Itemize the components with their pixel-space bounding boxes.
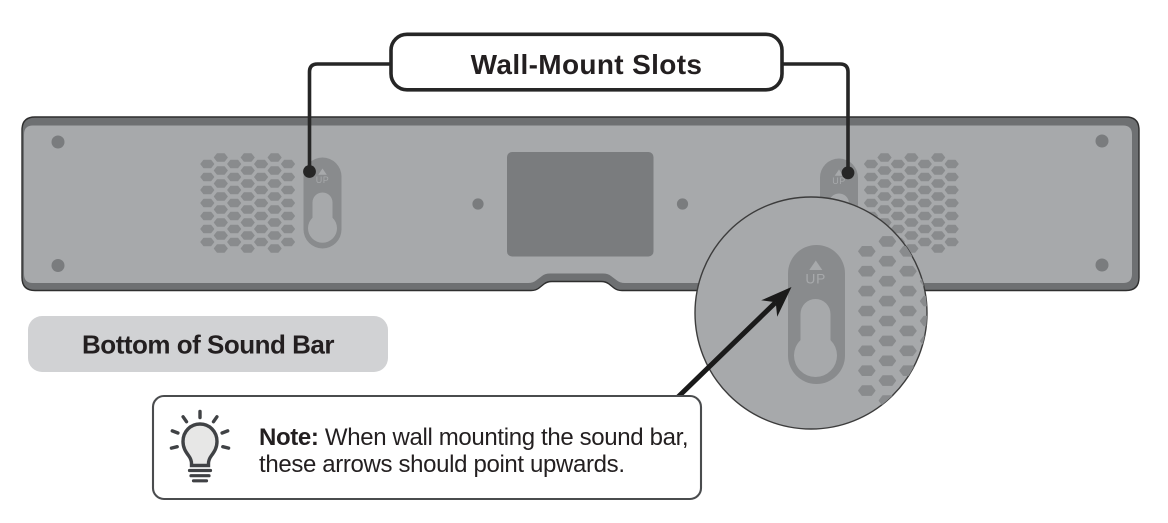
svg-text:Note: When wall mounting the s: Note: When wall mounting the sound bar, — [259, 424, 688, 451]
svg-text:Wall-Mount Slots: Wall-Mount Slots — [471, 49, 703, 80]
svg-text:UP: UP — [316, 175, 330, 185]
svg-text:these arrows should point upwa: these arrows should point upwards. — [259, 451, 625, 478]
svg-text:UP: UP — [805, 272, 826, 287]
svg-text:Bottom of Sound Bar: Bottom of Sound Bar — [82, 330, 334, 360]
svg-text:UP: UP — [832, 176, 846, 186]
